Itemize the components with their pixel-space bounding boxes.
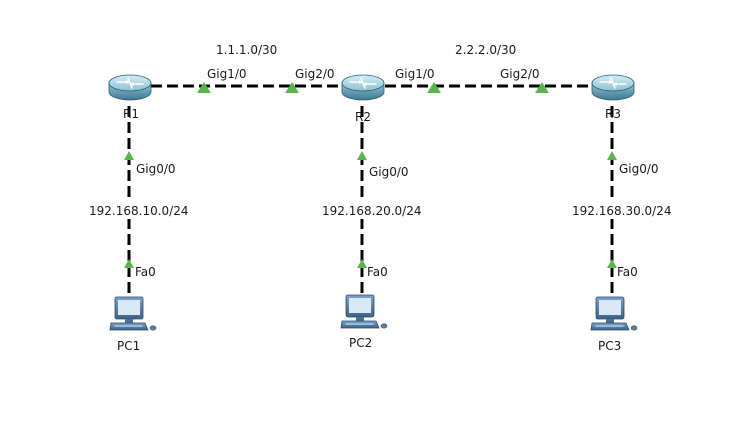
router-icon bbox=[591, 74, 635, 101]
port-label-pc3-fa0: Fa0 bbox=[617, 265, 638, 279]
pc-label-pc2: PC2 bbox=[349, 336, 372, 350]
router-icon bbox=[341, 74, 385, 101]
link-up-indicator-icon bbox=[357, 259, 367, 268]
link-up-indicator-icon bbox=[535, 82, 549, 93]
router-r2[interactable] bbox=[341, 74, 385, 101]
link-up-indicator-icon bbox=[124, 151, 134, 160]
port-label-r1-gig0-0: Gig0/0 bbox=[136, 162, 176, 176]
pc-pc1[interactable] bbox=[109, 296, 157, 331]
link-up-indicator-icon bbox=[197, 82, 211, 93]
port-label-r3-gig0-0: Gig0/0 bbox=[619, 162, 659, 176]
port-label-pc2-fa0: Fa0 bbox=[367, 265, 388, 279]
pc-pc3[interactable] bbox=[590, 296, 638, 331]
port-label-r2-gig2-0: Gig2/0 bbox=[295, 67, 335, 81]
wan-network-label-2: 2.2.2.0/30 bbox=[455, 43, 516, 57]
pc-label-pc1: PC1 bbox=[117, 339, 140, 353]
router-label-r3: R3 bbox=[605, 107, 621, 121]
link-up-indicator-icon bbox=[607, 151, 617, 160]
pc-icon bbox=[340, 294, 388, 329]
pc-label-pc3: PC3 bbox=[598, 339, 621, 353]
link-up-indicator-icon bbox=[285, 82, 299, 93]
router-label-r1: R1 bbox=[123, 107, 139, 121]
lan-network-label-1: 192.168.10.0/24 bbox=[89, 204, 188, 218]
lan-network-label-2: 192.168.20.0/24 bbox=[322, 204, 421, 218]
link-up-indicator-icon bbox=[124, 259, 134, 268]
port-label-r2-gig0-0: Gig0/0 bbox=[369, 165, 409, 179]
pc-pc2[interactable] bbox=[340, 294, 388, 329]
wan-network-label-1: 1.1.1.0/30 bbox=[216, 43, 277, 57]
router-icon bbox=[108, 74, 152, 101]
router-r1[interactable] bbox=[108, 74, 152, 101]
lan-network-label-3: 192.168.30.0/24 bbox=[572, 204, 671, 218]
port-label-r1-gig1-0: Gig1/0 bbox=[207, 67, 247, 81]
port-label-r3-gig2-0: Gig2/0 bbox=[500, 67, 540, 81]
router-label-r2: R2 bbox=[355, 110, 371, 124]
link-up-indicator-icon bbox=[357, 151, 367, 160]
port-label-r2-gig1-0: Gig1/0 bbox=[395, 67, 435, 81]
link-up-indicator-icon bbox=[607, 259, 617, 268]
pc-icon bbox=[590, 296, 638, 331]
router-r3[interactable] bbox=[591, 74, 635, 101]
port-label-pc1-fa0: Fa0 bbox=[135, 265, 156, 279]
pc-icon bbox=[109, 296, 157, 331]
link-up-indicator-icon bbox=[427, 82, 441, 93]
